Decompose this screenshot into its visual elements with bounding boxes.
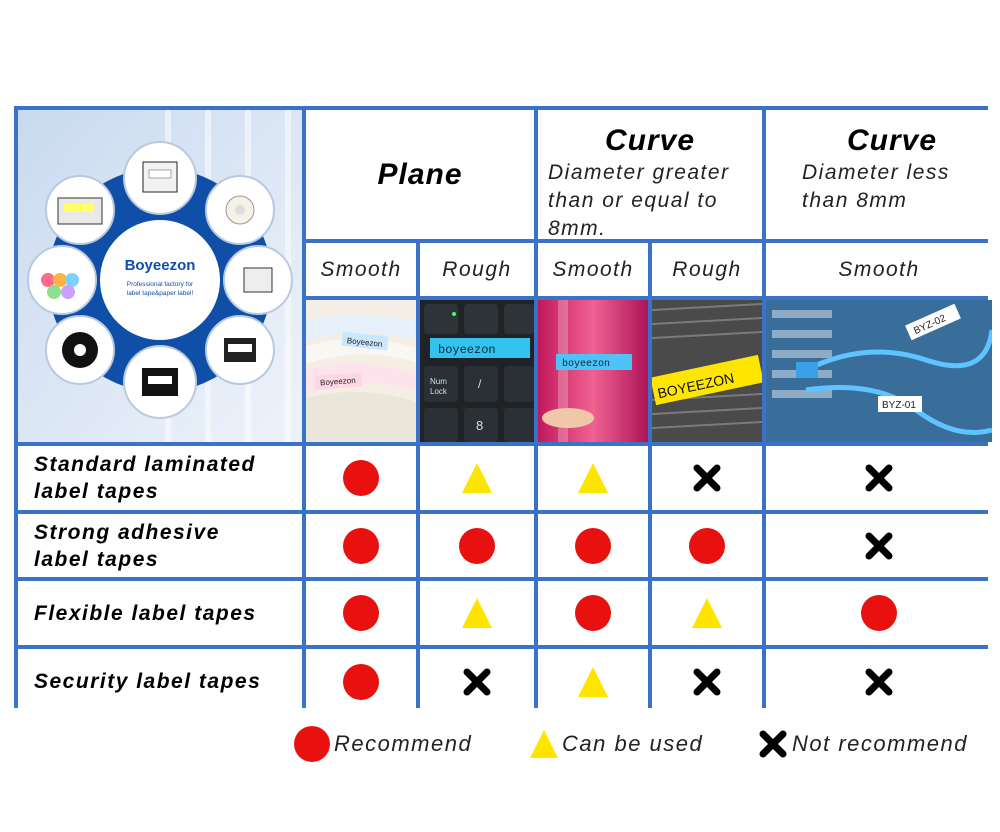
mark-cell: [766, 446, 992, 510]
can-be-used-triangle-icon: [692, 598, 722, 628]
can-be-used-triangle-icon: [462, 463, 492, 493]
legend-recommend-label: Recommend: [334, 731, 473, 756]
not-recommend-cross-icon: [693, 464, 721, 492]
recommend-circle-icon: [343, 460, 379, 496]
header-curve-small: Curve Diameter less than 8mm: [766, 110, 992, 239]
brand-tagline-2: label tape&paper label!: [127, 290, 194, 297]
recommend-circle-icon: [294, 726, 330, 762]
subheader-plane-rough: Rough: [420, 243, 534, 296]
header-curve-large-desc-1: Diameter greater: [548, 161, 730, 184]
recommend-circle-icon: [343, 527, 379, 564]
mark-cell: [538, 514, 648, 577]
mark-cell: [766, 649, 992, 714]
product-collage-icon: Boyeezon Professional factory for label …: [18, 110, 302, 442]
legend-recommend: Recommend: [294, 724, 472, 764]
brand-image: Boyeezon Professional factory for label …: [18, 110, 302, 442]
header-curve-large-title: Curve: [604, 124, 696, 157]
photo-plane-rough: boyeezon Num Lock / 8: [420, 300, 534, 442]
mark-cell: [420, 581, 534, 645]
svg-text:boyeezon: boyeezon: [438, 343, 496, 357]
brand-tagline-1: Professional factory for: [127, 281, 194, 288]
legend-not-recommend-label: Not recommend: [792, 731, 969, 756]
subheader-plane-smooth: Smooth: [306, 243, 416, 296]
svg-text:Boyeezon: Boyeezon: [320, 376, 356, 387]
photo-curve-small-smooth: BYZ-02 BYZ-01: [766, 300, 992, 442]
mark-cell: [538, 649, 648, 714]
subheader-curve-large-smooth: Smooth: [538, 243, 648, 296]
header-plane-title: Plane: [377, 157, 463, 191]
mark-cell: [652, 649, 762, 714]
recommend-circle-icon: [343, 595, 379, 631]
mark-cell: [306, 581, 416, 645]
header-curve-large-desc-3: 8mm.: [548, 217, 607, 239]
legend-not-recommend: Not recommend: [758, 724, 968, 764]
svg-text:BYZ-01: BYZ-01: [882, 400, 916, 411]
mark-cell: [306, 649, 416, 714]
svg-text:Num: Num: [430, 377, 447, 386]
mark-cell: [420, 446, 534, 510]
mark-cell: [538, 446, 648, 510]
legend-can-be-used-label: Can be used: [562, 731, 704, 756]
brand-name: Boyeezon: [125, 257, 196, 274]
mark-cell: [420, 514, 534, 577]
svg-text:8: 8: [476, 418, 483, 433]
can-be-used-triangle-icon: [530, 730, 558, 758]
legend-can-be-used: Can be used: [530, 724, 703, 764]
mark-cell: [538, 581, 648, 645]
photo-curve-large-smooth: boyeezon: [538, 300, 648, 442]
row-label-security: Security label tapes: [18, 649, 302, 714]
compatibility-table: Boyeezon Professional factory for label …: [14, 106, 992, 714]
svg-text:Lock: Lock: [430, 387, 448, 396]
photo-plane-smooth: Boyeezon Boyeezon: [306, 300, 416, 442]
mark-cell: [306, 446, 416, 510]
can-be-used-triangle-icon: [578, 463, 608, 493]
mark-cell: [420, 649, 534, 714]
mark-cell: [306, 514, 416, 577]
recommend-circle-icon: [861, 595, 897, 631]
svg-text:boyeezon: boyeezon: [562, 358, 610, 370]
mark-cell: [652, 514, 762, 577]
header-plane: Plane: [306, 110, 534, 239]
mark-cell: [766, 581, 992, 645]
svg-text:Boyeezon: Boyeezon: [346, 336, 382, 349]
recommend-circle-icon: [575, 595, 611, 631]
header-curve-large-desc-2: than or equal to: [548, 189, 718, 212]
recommend-circle-icon: [689, 527, 725, 564]
subheader-curve-small-smooth: Smooth: [766, 243, 992, 296]
recommend-circle-icon: [343, 663, 379, 700]
can-be-used-triangle-icon: [462, 598, 492, 628]
header-curve-small-desc-1: Diameter less: [802, 161, 950, 184]
not-recommend-cross-icon: [865, 464, 893, 492]
header-curve-small-desc-2: than 8mm: [802, 189, 908, 212]
mark-cell: [652, 581, 762, 645]
svg-text:/: /: [478, 377, 482, 391]
recommend-circle-icon: [459, 527, 495, 564]
can-be-used-triangle-icon: [578, 666, 608, 697]
row-label-flexible: Flexible label tapes: [18, 581, 302, 645]
header-curve-small-title: Curve: [846, 124, 938, 157]
not-recommend-cross-icon: [693, 668, 721, 695]
not-recommend-cross-icon: [865, 668, 893, 695]
subheader-curve-large-rough: Rough: [652, 243, 762, 296]
header-curve-large: Curve Diameter greater than or equal to …: [538, 110, 762, 239]
mark-cell: [652, 446, 762, 510]
not-recommend-cross-icon: [463, 668, 491, 695]
photo-curve-large-rough: BOYEEZON: [652, 300, 762, 442]
recommend-circle-icon: [575, 527, 611, 564]
not-recommend-cross-icon: [865, 532, 893, 559]
not-recommend-cross-icon: [759, 730, 787, 758]
mark-cell: [766, 514, 992, 577]
